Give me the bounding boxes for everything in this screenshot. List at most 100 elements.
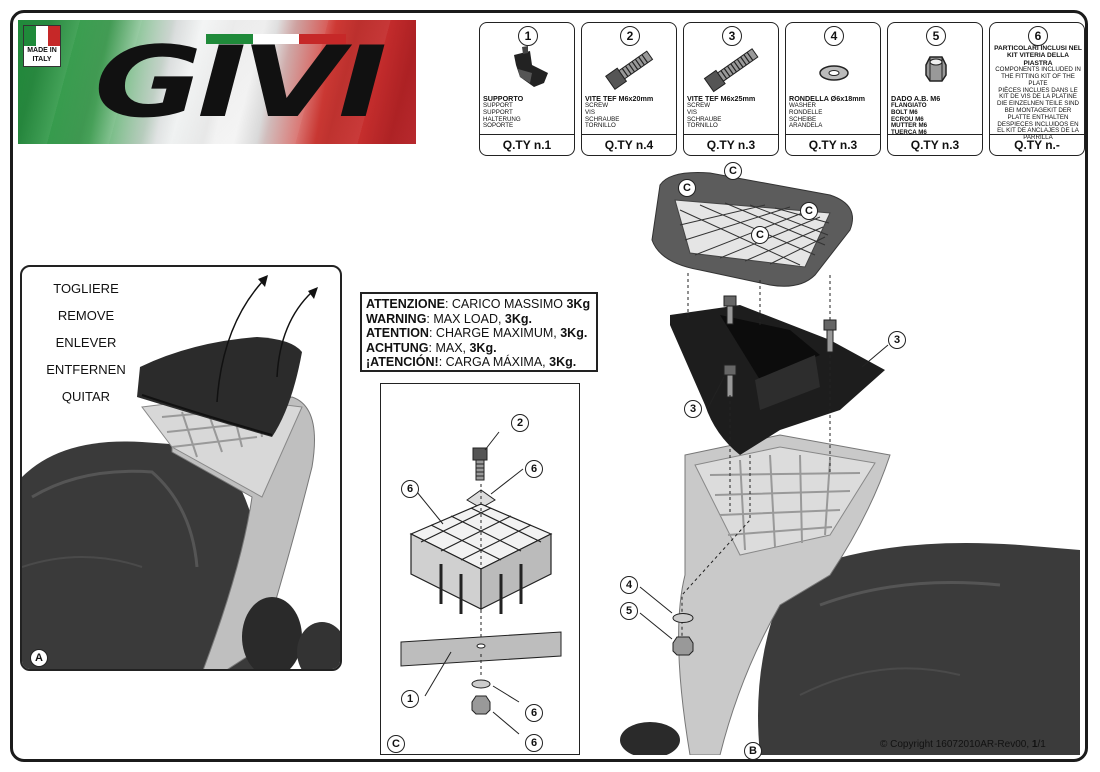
part-5: 5 DADO A.B. M6 FLANGIATO BOLT M6 ECROU M…	[887, 22, 983, 156]
part-quantity: Q.TY n.3	[888, 134, 982, 155]
panel-badge-a: A	[30, 649, 48, 667]
part-number: 2	[620, 26, 640, 46]
part-translation: COMPONENTS INCLUDED IN THE FITTING KIT O…	[995, 66, 1081, 87]
warning-text: : CHARGE MAXIMUM,	[428, 326, 561, 340]
page-total: /1	[1037, 739, 1046, 750]
part-translation: SUPPORT	[483, 102, 513, 109]
warning-line-it: ATTENZIONE: CARICO MASSIMO 3Kg	[366, 297, 592, 312]
brand-wordmark: GIVI	[94, 26, 387, 140]
part-translation: DIE EINZELNEN TEILE SIND BEI MONTAGEKIT …	[996, 100, 1080, 121]
part-translation: ECROU M6	[891, 115, 924, 123]
callout-5: 5	[620, 602, 638, 620]
part-translation: SOPORTE	[483, 122, 514, 130]
part-translation: TUERCA M6	[891, 129, 927, 137]
remove-label: ENLEVER	[55, 335, 117, 350]
part-name: PARTICOLARI INCLUSI NEL KIT VITERIA DELL…	[994, 45, 1082, 67]
callout-6: 6	[401, 480, 419, 498]
part-translation: SCREW	[687, 102, 711, 109]
part-translation: TORNILLO	[585, 122, 616, 130]
part-translation: WASHER	[789, 102, 816, 109]
panel-a-illustration	[22, 275, 340, 669]
copyright-text: © Copyright 16072010AR-Rev00,	[880, 739, 1032, 750]
part-translation: RONDELLE	[789, 108, 823, 116]
page-number: 1	[1031, 739, 1038, 750]
remove-instructions: TOGLIERE REMOVE ENLEVER ENTFERNEN QUITAR	[36, 275, 136, 410]
part-name: VITE TEF M6x25mm	[687, 94, 756, 103]
nut-icon	[925, 56, 947, 82]
givi-logo: MADE IN ITALY GIVI	[18, 20, 416, 144]
remove-label: QUITAR	[61, 389, 111, 404]
callout-2: 2	[511, 414, 529, 432]
remove-label: TOGLIERE	[53, 281, 119, 296]
part-translation: VIS	[687, 108, 697, 116]
washer-icon	[819, 65, 849, 81]
panel-b-illustration	[620, 172, 1080, 755]
part-translation: FLANGIATO	[891, 102, 927, 109]
remove-label: ENTFERNEN	[46, 362, 126, 377]
warning-head: ATTENZIONE	[366, 297, 445, 311]
warning-value: 3Kg	[566, 297, 591, 311]
warning-value: 3Kg.	[549, 355, 577, 369]
part-name: SUPPORTO	[483, 94, 524, 103]
bracket-icon	[514, 46, 548, 87]
warning-value: 3Kg.	[560, 326, 588, 340]
part-quantity: Q.TY n.3	[786, 134, 880, 155]
part-translation: TORNILLO	[687, 122, 718, 130]
part-number: 3	[722, 26, 742, 46]
part-translation: SUPPORT	[483, 108, 513, 116]
warning-text: : CARGA MÁXIMA,	[438, 355, 550, 369]
warning-text: : MAX LOAD,	[426, 311, 505, 326]
warning-text: : CARICO MASSIMO	[444, 297, 567, 311]
panel-a-remove-rack: TOGLIERE REMOVE ENLEVER ENTFERNEN QUITAR…	[20, 265, 342, 671]
part-number: 4	[824, 26, 844, 46]
part-translation: MUTTER M6	[891, 122, 928, 130]
part-quantity: Q.TY n.4	[582, 134, 676, 155]
made-in-label: MADE IN	[27, 47, 57, 54]
screw-icon	[472, 447, 488, 481]
plate-callout-c: C	[678, 179, 696, 197]
part-translation: PIÈCES INCLUES DANS LE KIT DE VIS DE LA …	[998, 86, 1078, 101]
italy-flag-icon	[24, 26, 60, 46]
plate-callout-c: C	[751, 226, 769, 244]
parts-list: 1 SUPPORTO SUPPORT SUPPORT HALTERUNG SOP…	[479, 22, 1085, 156]
part-4: 4 RONDELLA Ø6x18mm WASHER RONDELLE SCHEI…	[785, 22, 881, 156]
panel-badge-b: B	[744, 742, 762, 760]
callout-3: 3	[684, 400, 702, 418]
part-translation: DESPIECES INCLUIDOS EN EL KIT DE ANCLAJE…	[997, 120, 1079, 142]
part-translation: SCHRAUBE	[687, 115, 722, 123]
warning-head: ATENTION	[366, 326, 429, 340]
part-1: 1 SUPPORTO SUPPORT SUPPORT HALTERUNG SOP…	[479, 22, 575, 156]
warning-text: : MAX,	[428, 340, 470, 355]
part-number: 6	[1028, 26, 1048, 46]
warning-value: 3Kg.	[504, 311, 533, 326]
part-quantity: Q.TY n.-	[990, 134, 1084, 155]
screw-icon	[703, 48, 759, 93]
screw-icon	[723, 295, 737, 325]
panel-badge-c: C	[387, 735, 405, 753]
part-number: 5	[926, 26, 946, 46]
copyright-footer: © Copyright 16072010AR-Rev00, 1/1	[880, 739, 1046, 750]
callout-3: 3	[888, 331, 906, 349]
panel-c-illustration	[400, 431, 562, 735]
part-3: 3 VITE TEF M6x25mm SCREW VIS SCHRAUBE TO…	[683, 22, 779, 156]
part-2: 2 VITE TEF M6x20mm SCREW VIS SCHRAUBE TO…	[581, 22, 677, 156]
part-number: 1	[518, 26, 538, 46]
warning-head: ¡ATENCIÓN!	[366, 355, 439, 369]
part-name: RONDELLA Ø6x18mm	[789, 94, 866, 103]
part-translation: BOLT M6	[891, 108, 918, 116]
part-quantity: Q.TY n.1	[480, 134, 574, 155]
part-translation: HALTERUNG	[483, 115, 521, 123]
part-quantity: Q.TY n.3	[684, 134, 778, 155]
part-translation: SCHRAUBE	[585, 115, 620, 123]
remove-label: REMOVE	[57, 308, 115, 323]
callout-6: 6	[525, 704, 543, 722]
plate-callout-c: C	[800, 202, 818, 220]
made-in-italy-badge: MADE IN ITALY	[23, 25, 61, 67]
part-6: 6 PARTICOLARI INCLUSI NEL KIT VITERIA DE…	[989, 22, 1085, 156]
part-name: VITE TEF M6x20mm	[585, 94, 654, 103]
part-translation: SCHEIBE	[789, 115, 817, 123]
part-translation: VIS	[585, 108, 595, 116]
max-load-warning: ATTENZIONE: CARICO MASSIMO 3Kg WARNING: …	[360, 292, 598, 372]
warning-line-en: WARNING: MAX LOAD, 3Kg.	[366, 312, 592, 327]
callout-6: 6	[525, 460, 543, 478]
